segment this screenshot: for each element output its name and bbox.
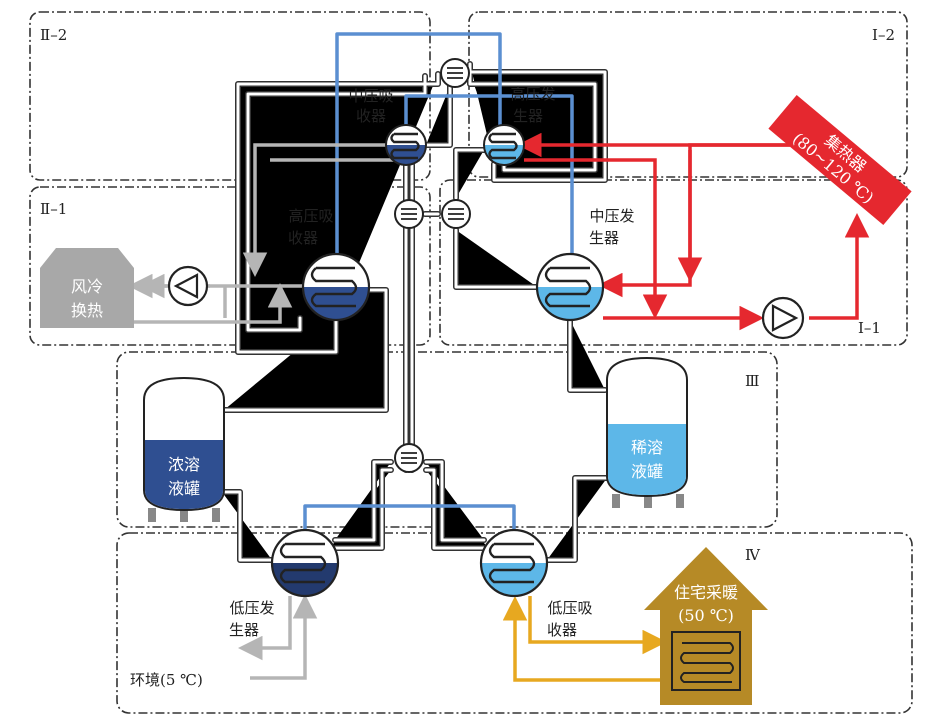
heat-exchanger-top	[440, 58, 470, 88]
low-absorber-label-1: 低压吸	[547, 599, 592, 617]
heat-exchanger-mid-left	[394, 199, 424, 229]
high-pressure-generator	[483, 124, 525, 166]
collector-loop	[517, 132, 870, 340]
refrigerant-lines	[303, 32, 574, 532]
mid-generator-label-2: 生器	[589, 229, 619, 247]
weak-tank-label-2: 液罐	[631, 462, 663, 481]
low-pressure-absorber	[479, 528, 549, 598]
mid-absorber-label-2: 收器	[356, 107, 386, 125]
mid-pressure-generator	[535, 252, 605, 322]
environment-label: 环境(5 ℃)	[130, 671, 203, 689]
heating-label-2: (50 ℃)	[678, 606, 734, 625]
heat-exchanger-mid-right	[441, 199, 471, 229]
heating-label-1: 住宅采暖	[674, 583, 738, 602]
low-absorber-label-2: 收器	[547, 621, 577, 639]
radiator-icon	[671, 631, 741, 691]
weak-tank-label-1: 稀溶	[631, 438, 663, 457]
high-generator-label-1: 高压发	[510, 85, 555, 103]
heat-exchanger-bottom	[394, 443, 424, 473]
heating-loop	[502, 596, 667, 682]
low-generator-label-2: 生器	[229, 621, 259, 639]
air-cooling-label-1: 风冷	[71, 277, 103, 296]
zone-ii2	[29, 11, 431, 181]
air-cooling-unit: 风冷 换热	[40, 248, 134, 328]
mid-pressure-absorber	[385, 124, 427, 166]
zone-iii-label: Ⅲ	[745, 372, 759, 390]
high-absorber-label-1: 高压吸	[288, 207, 333, 225]
strong-tank-label-2: 液罐	[168, 479, 200, 498]
zone-ii2-label: Ⅱ–2	[40, 26, 67, 44]
low-generator-label-1: 低压发	[229, 599, 274, 617]
residential-heating: 住宅采暖 (50 ℃)	[644, 547, 768, 705]
low-pressure-generator	[270, 528, 340, 598]
strong-solution-tank: 浓溶 液罐	[143, 376, 225, 522]
high-absorber-label-2: 收器	[288, 229, 318, 247]
air-cooling-label-2: 换热	[71, 301, 103, 320]
zone-i1	[439, 179, 908, 346]
zone-i2-label: Ⅰ–2	[872, 26, 895, 44]
mid-generator-label-1: 中压发	[589, 207, 634, 225]
zone-iv	[116, 532, 913, 714]
zone-i1-label: Ⅰ–1	[858, 319, 881, 337]
mid-absorber-label-1: 中压吸	[348, 87, 393, 105]
zone-ii1	[29, 186, 431, 346]
zone-iv-label: Ⅳ	[745, 546, 761, 564]
weak-solution-tank: 稀溶 液罐	[606, 356, 688, 508]
heat-exchangers	[394, 58, 471, 473]
strong-tank-label-1: 浓溶	[168, 455, 200, 474]
high-generator-label-2: 生器	[513, 107, 543, 125]
zone-ii1-label: Ⅱ–1	[40, 200, 67, 218]
solar-collector: 集热器 (80~120 ℃)	[768, 94, 912, 226]
